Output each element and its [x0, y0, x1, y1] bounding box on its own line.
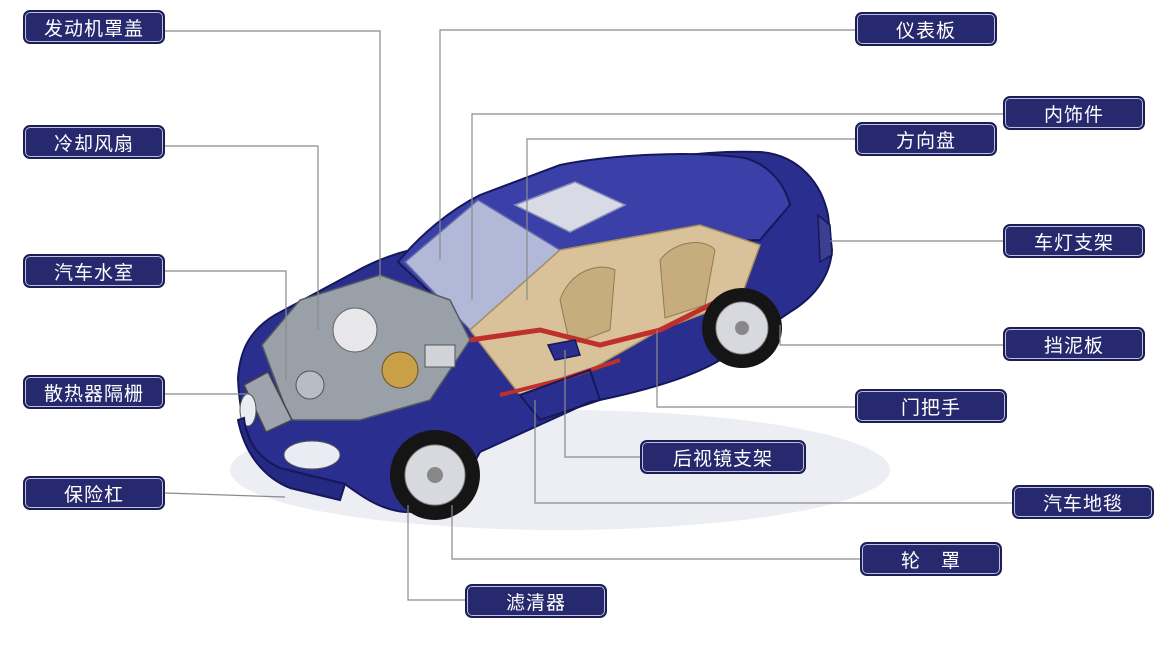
- label-hood: 发动机罩盖: [23, 10, 165, 44]
- leader-steering-wheel: [526, 138, 855, 300]
- front-grille: [243, 370, 294, 433]
- label-radiator: 汽车水室: [23, 254, 165, 288]
- label-steering-wheel: 方向盘: [855, 122, 997, 156]
- engine-part: [295, 370, 325, 400]
- label-dashboard: 仪表板: [855, 12, 997, 46]
- leader-fender: [779, 325, 1003, 346]
- label-filter: 滤清器: [465, 584, 607, 618]
- label-cooling-fan: 冷却风扇: [23, 125, 165, 159]
- leader-mirror-bracket: [564, 350, 640, 458]
- engine-part: [381, 351, 419, 389]
- leader-wheel-cover: [451, 505, 860, 560]
- leader-interior-trim: [471, 113, 1003, 300]
- rear-wheel: [702, 288, 782, 368]
- label-carpet: 汽车地毯: [1012, 485, 1154, 519]
- label-grille: 散热器隔栅: [23, 375, 165, 409]
- taillight: [817, 213, 833, 264]
- label-wheel-cover: 轮 罩: [860, 542, 1002, 576]
- leader-bumper: [164, 492, 286, 498]
- rear-seat: [659, 242, 716, 319]
- label-bumper: 保险杠: [23, 476, 165, 510]
- leader-cooling-fan: [165, 145, 319, 330]
- front-wheel: [390, 430, 480, 520]
- leader-lines: [164, 29, 1012, 601]
- label-interior-trim: 内饰件: [1003, 96, 1145, 130]
- leader-hood: [165, 30, 381, 280]
- label-door-handle: 门把手: [855, 389, 1007, 423]
- engine-part: [424, 344, 456, 368]
- headlight: [283, 440, 341, 470]
- side-mirror: [546, 339, 581, 361]
- leader-radiator: [165, 270, 287, 380]
- door-outline: [518, 368, 602, 422]
- label-lamp-bracket: 车灯支架: [1003, 224, 1145, 258]
- front-seat: [559, 266, 616, 346]
- leader-dashboard: [439, 29, 855, 260]
- frame-rail: [469, 297, 722, 348]
- label-mirror-bracket: 后视镜支架: [640, 440, 806, 474]
- label-fender: 挡泥板: [1003, 327, 1145, 361]
- front-bumper: [236, 416, 347, 502]
- engine-part: [332, 307, 378, 353]
- leader-carpet: [534, 400, 1012, 504]
- leader-filter: [407, 505, 465, 601]
- leader-door-handle: [656, 330, 855, 408]
- sunroof: [513, 181, 627, 233]
